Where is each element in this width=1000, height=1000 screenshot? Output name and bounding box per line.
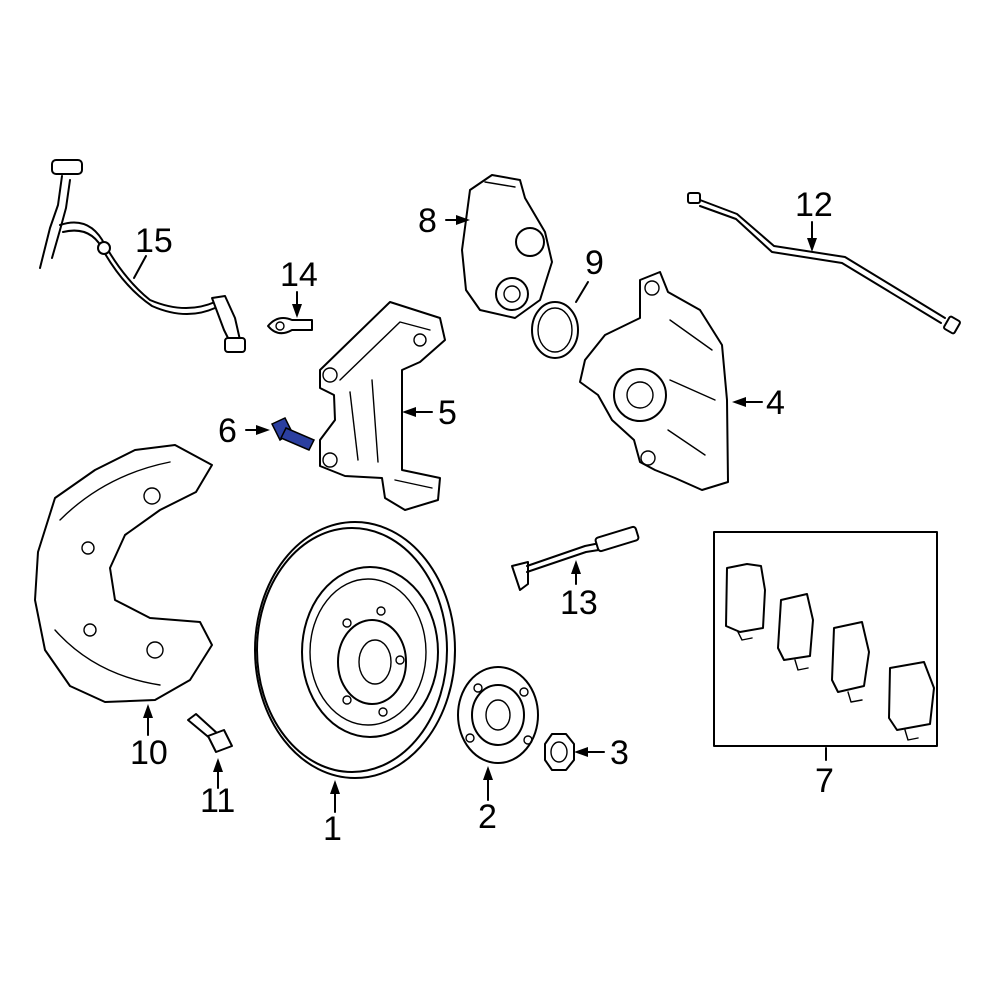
- leader-lines: [133, 215, 827, 813]
- part-10-splash-shield[interactable]: [34, 444, 213, 703]
- part-3-hub-nut[interactable]: [544, 733, 575, 771]
- callout-7: 7: [815, 762, 834, 800]
- callout-13: 13: [560, 584, 598, 622]
- part-7-brake-pad-kit[interactable]: [713, 531, 938, 747]
- callout-10: 10: [130, 734, 168, 772]
- part-13-wear-sensor[interactable]: [511, 525, 640, 591]
- part-11-bolt[interactable]: [187, 713, 233, 753]
- part-1-brake-rotor[interactable]: [254, 521, 456, 779]
- callout-4: 4: [766, 384, 785, 422]
- part-9-o-ring[interactable]: [531, 301, 579, 359]
- callout-8: 8: [418, 202, 437, 240]
- callout-3: 3: [610, 734, 629, 772]
- callout-9: 9: [585, 244, 604, 282]
- callout-2: 2: [478, 798, 497, 836]
- part-8-actuator-motor[interactable]: [461, 174, 553, 319]
- part-14-clip[interactable]: [267, 317, 313, 335]
- callout-12: 12: [795, 186, 833, 224]
- callout-6: 6: [218, 412, 237, 450]
- part-2-wheel-hub[interactable]: [457, 666, 539, 764]
- part-6-bolt[interactable]: [270, 417, 316, 451]
- callout-11: 11: [200, 782, 235, 820]
- part-12-sensor-cable[interactable]: [687, 192, 961, 335]
- callout-1: 1: [323, 810, 342, 848]
- part-5-caliper-bracket[interactable]: [319, 301, 446, 511]
- part-15-speed-sensor-harness[interactable]: [39, 159, 246, 353]
- callout-15: 15: [135, 222, 173, 260]
- part-4-caliper[interactable]: [579, 271, 729, 491]
- callout-14: 14: [280, 256, 318, 294]
- callout-5: 5: [438, 394, 457, 432]
